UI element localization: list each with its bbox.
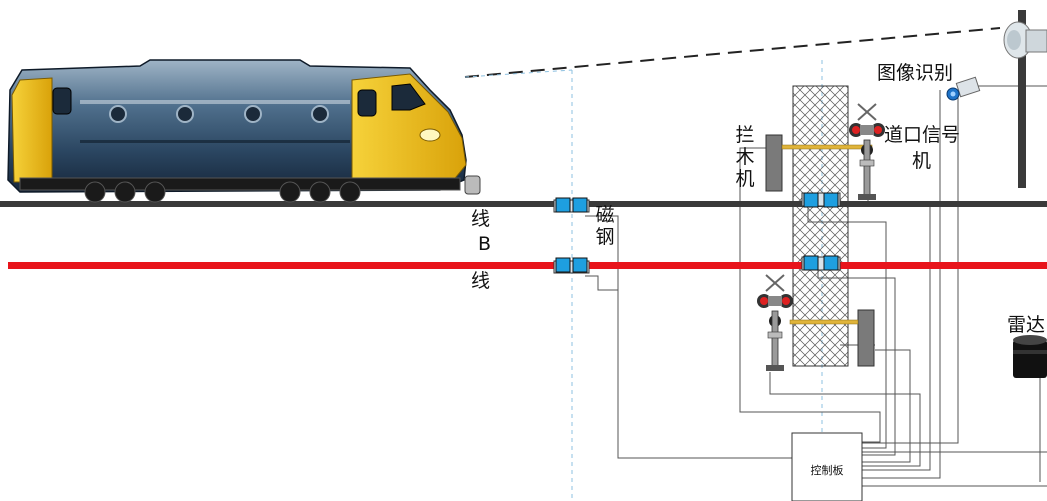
label-crossing-signal: 道口信号 (884, 124, 961, 146)
crossing-road (792, 85, 849, 367)
barrier-machine-bottom (789, 309, 875, 367)
magnetic-sensor-b (553, 257, 590, 274)
crossing-sensor-b (801, 255, 841, 271)
magnetic-sensor-a (553, 197, 590, 213)
label-barrier-machine: 拦木机 (735, 124, 755, 190)
radar-icon (1013, 335, 1047, 378)
barrier-machine-top (765, 134, 873, 192)
crossing-signal-top (849, 103, 885, 200)
label-line-b-2: 线 (471, 270, 491, 292)
rail-a (0, 201, 1047, 207)
crossing-sensor-a (801, 192, 841, 208)
train-locomotive (7, 59, 481, 203)
camera-pole (1003, 10, 1047, 188)
label-magnetic: 磁钢 (595, 204, 615, 248)
label-crossing-signal-2: 机 (912, 150, 932, 172)
sight-line-light (464, 60, 823, 501)
sight-line-top (464, 27, 1001, 78)
rail-b (8, 262, 1047, 269)
label-radar: 雷达 (1007, 314, 1046, 336)
control-board (791, 432, 863, 501)
crossing-signal-bottom (757, 274, 793, 371)
label-control-board: 控制板 (810, 464, 844, 477)
camera-icon (946, 76, 981, 101)
label-image-recognition: 图像识别 (877, 62, 954, 84)
label-line-a: 线 (471, 208, 491, 230)
label-line-b: B (478, 233, 492, 255)
